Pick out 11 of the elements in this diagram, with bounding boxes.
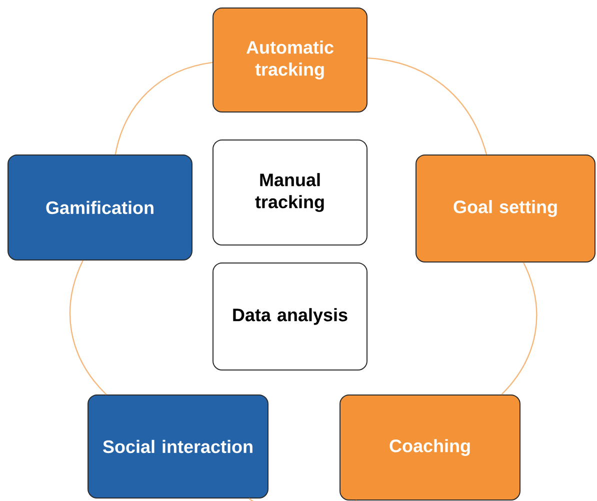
ring-arc [367, 57, 488, 155]
ring-arc [501, 262, 538, 395]
activity-box: Automatic tracking [212, 8, 368, 112]
ring-arc [114, 62, 213, 155]
activity-box: Gamification [8, 154, 192, 260]
activity-box: Goal setting [416, 154, 596, 262]
activity-box: Social interaction [88, 394, 268, 498]
core-box: Manual tracking [212, 140, 368, 246]
core-box: Data analysis [212, 262, 368, 370]
ring-arc [70, 260, 107, 395]
activity-box: Coaching [340, 394, 520, 500]
